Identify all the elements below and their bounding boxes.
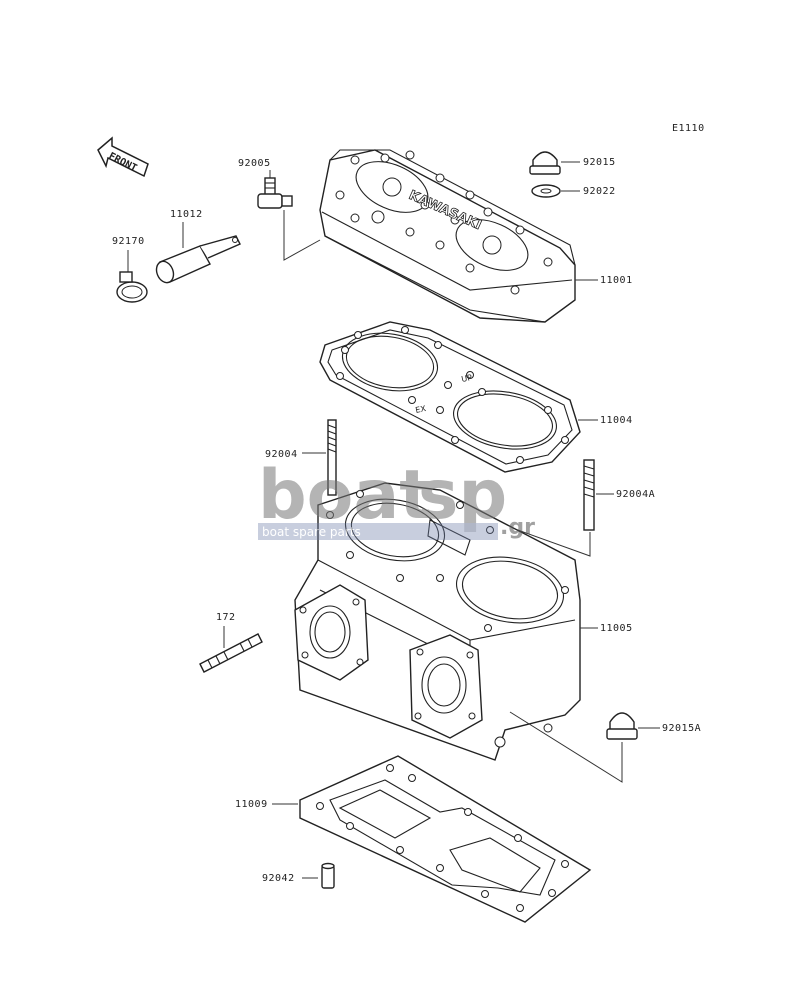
washer-92022[interactable]	[531, 184, 561, 198]
label-92004A: 92004A	[616, 489, 655, 500]
fitting-92005[interactable]	[257, 177, 293, 209]
front-arrow-icon: FRONT	[97, 136, 149, 178]
watermark-brand-left: boat	[258, 456, 432, 535]
label-11012: 11012	[170, 209, 203, 220]
label-92042: 92042	[262, 873, 295, 884]
gasket-up-mark: UP	[461, 373, 473, 384]
label-11005: 11005	[600, 623, 633, 634]
label-92015A: 92015A	[662, 723, 701, 734]
label-92005: 92005	[238, 158, 271, 169]
hose-clamp-92170[interactable]	[116, 271, 148, 303]
dowel-pin-92042[interactable]	[321, 862, 335, 889]
gasket-ex-mark: EX	[415, 404, 428, 415]
cylinder-block-11005[interactable]	[294, 482, 581, 761]
sensor-11012[interactable]	[153, 235, 241, 285]
cylinder-head-11001[interactable]: KAWASAKI	[319, 149, 576, 323]
diagram-code: E1110	[672, 123, 705, 134]
cap-nut-92015A[interactable]	[606, 712, 638, 740]
label-92004: 92004	[265, 449, 298, 460]
stud-bolt-172[interactable]	[199, 633, 263, 673]
label-92022: 92022	[583, 186, 616, 197]
base-gasket-11009[interactable]	[299, 755, 592, 923]
watermark-logo: boat sp .gr boat spare parts	[258, 456, 535, 540]
head-gasket-11004[interactable]: UP EX	[319, 321, 581, 473]
label-172: 172	[216, 612, 236, 623]
stud-bolt-92004A[interactable]	[583, 459, 595, 531]
label-92015: 92015	[583, 157, 616, 168]
label-11004: 11004	[600, 415, 633, 426]
label-11001: 11001	[600, 275, 633, 286]
watermark-domain: .gr	[500, 515, 535, 540]
cap-nut-92015[interactable]	[529, 151, 561, 175]
stud-bolt-92004[interactable]	[327, 419, 337, 496]
label-11009: 11009	[235, 799, 268, 810]
watermark-brand-right: sp	[418, 456, 507, 535]
watermark-tagline: boat spare parts	[262, 525, 361, 539]
label-92170: 92170	[112, 236, 145, 247]
